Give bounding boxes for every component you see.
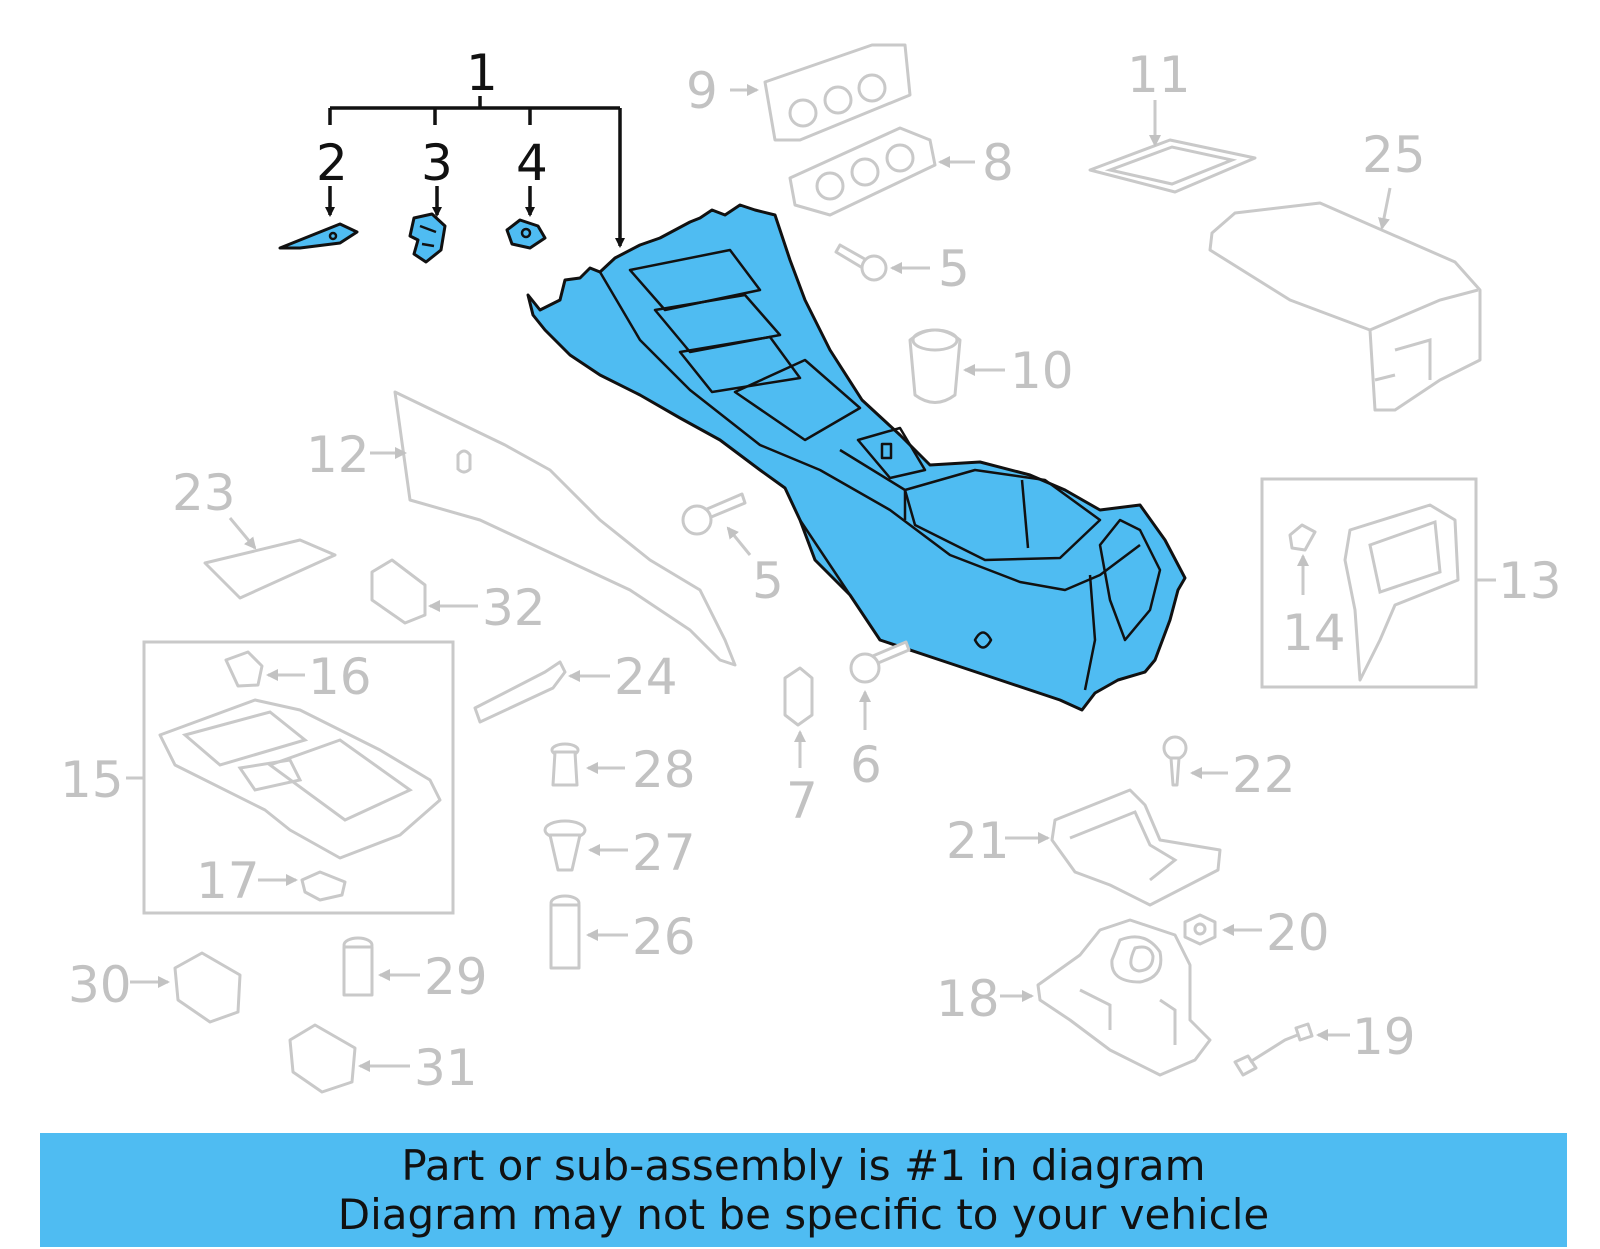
callout-25: 25 [1362,126,1426,184]
part-11-mat [1088,138,1257,194]
part-17-clip [300,870,347,902]
part-18-shifter-unit [1036,918,1212,1077]
callout-13: 13 [1498,552,1562,610]
callout-14: 14 [1282,604,1346,662]
callout-20: 20 [1266,904,1330,962]
callout-15: 15 [60,751,124,809]
callout-16: 16 [308,648,372,706]
callout-22: 22 [1232,746,1296,804]
callout-17: 17 [196,852,260,910]
callout-24: 24 [614,648,678,706]
part-16-clip [224,650,264,688]
callout-28: 28 [632,741,696,799]
callout-8: 8 [982,134,1014,192]
part-7-clip [783,666,814,727]
part-28-plug [550,742,580,787]
callout-5-lower: 5 [752,552,784,610]
part-22-screw [1162,735,1188,787]
callout-31: 31 [414,1039,478,1097]
part-9-control-panel [763,43,912,142]
part-23-pad [203,538,337,600]
part-2-bracket [278,222,359,250]
callout-27: 27 [632,824,696,882]
part-12-side-panel [393,390,737,667]
callout-30: 30 [68,956,132,1014]
part-10-cup-holder [908,328,962,404]
part-27-grommet [543,819,587,872]
callout-11: 11 [1127,46,1191,104]
part-13-trim-panel [1343,503,1460,682]
part-20-nut [1183,913,1217,946]
part-21-bracket [1050,788,1222,907]
callout-29: 29 [424,948,488,1006]
part-5-screw-upper [834,243,888,282]
callout-21: 21 [946,812,1010,870]
part-14-clip [1288,523,1317,552]
callout-2: 2 [316,134,348,192]
group-box-13 [1260,477,1478,689]
info-banner: Part or sub-assembly is #1 in diagram Di… [40,1133,1567,1247]
callout-19: 19 [1352,1008,1416,1066]
callout-32: 32 [482,579,546,637]
part-31-switch [288,1023,357,1094]
callout-7: 7 [786,772,818,830]
banner-line-1: Part or sub-assembly is #1 in diagram [401,1141,1206,1190]
callout-26: 26 [632,908,696,966]
callout-12: 12 [306,426,370,484]
callout-3: 3 [421,134,453,192]
callout-4: 4 [516,134,548,192]
part-30-switch [173,951,242,1024]
part-19-wire-harness [1233,1022,1314,1077]
part-25-armrest [1208,201,1482,412]
part-4-nut [505,218,547,250]
console-assembly [526,203,1187,712]
callout-9: 9 [686,62,718,120]
callout-1: 1 [466,44,498,102]
callout-18: 18 [936,970,1000,1028]
banner-line-2: Diagram may not be specific to your vehi… [337,1190,1270,1239]
part-8-climate-switch [788,126,937,217]
part-32-switch [370,558,427,625]
callout-tree-1 [325,96,625,248]
callout-10: 10 [1010,342,1074,400]
part-24-trim-strip [473,660,567,724]
part-5-screw-lower [681,492,747,536]
part-26-socket [549,894,581,970]
part-3-clip [408,212,447,264]
part-6-screw [849,640,911,684]
callout-5-upper: 5 [938,240,970,298]
callout-23: 23 [172,464,236,522]
callout-6: 6 [850,736,882,794]
part-29-outlet [342,936,374,997]
